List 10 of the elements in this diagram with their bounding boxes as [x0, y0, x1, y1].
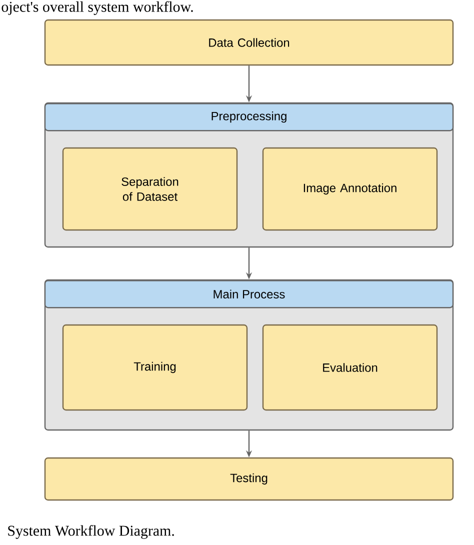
note-text: oject's overall system workflow.: [2, 1, 193, 15]
process-box: Image Annotation: [262, 147, 438, 231]
process-box: Separation of Dataset: [62, 147, 238, 231]
process-box: Testing: [44, 457, 454, 501]
header-band: Preprocessing: [44, 103, 454, 132]
process-box: Training: [62, 324, 248, 411]
process-box: Evaluation: [262, 324, 438, 411]
process-box: Data Collection: [44, 19, 454, 66]
header-band: Main Process: [44, 280, 454, 308]
caption: System Workflow Diagram.: [8, 525, 174, 539]
